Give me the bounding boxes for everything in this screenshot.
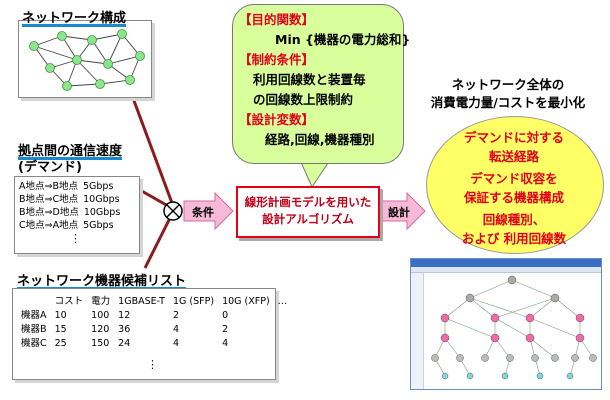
demand-arrow: ⇒	[44, 194, 53, 205]
demand-row: B地点⇒D地点 10Gbps	[19, 206, 139, 219]
candidates-header-cell: コスト	[54, 296, 84, 307]
candidates-ellipsis: ⋮	[147, 358, 158, 371]
table-row: 機器B 15 120 36 4 2	[17, 323, 291, 337]
demand-arrow: ⇒	[44, 181, 53, 192]
demand-row: A地点⇒B地点 5Gbps	[19, 180, 139, 193]
demand-arrow: ⇒	[44, 220, 53, 231]
condition-label: 条件	[192, 206, 214, 219]
candidates-header-cell: 10G (XFP)	[222, 296, 270, 307]
device-spec: 150	[91, 338, 110, 349]
result-ellipse	[426, 116, 604, 254]
result-text: デマンドに対する 転送経路 デマンド収容を 保証する機器構成 回線種別、 および…	[426, 128, 602, 248]
tool-screenshot	[410, 258, 602, 390]
demand-title-line1: 拠点間の通信速度	[18, 144, 123, 159]
variable-title: 【設計変数】	[239, 112, 315, 127]
demand-to: C地点	[52, 194, 79, 205]
network-graph	[29, 29, 145, 91]
demand-to: A地点	[52, 220, 79, 231]
objective-body: Min {機器の電力総和}	[275, 32, 411, 47]
table-row: 機器A 10 100 12 2 0	[17, 309, 291, 323]
goal-line2: 消費電力量/コストを最小化	[430, 95, 586, 110]
device-spec: 15	[54, 324, 67, 335]
constraint-title: 【制約条件】	[239, 52, 315, 67]
device-spec: 2	[173, 310, 180, 321]
connector-network	[128, 89, 174, 204]
device-spec: 4	[173, 338, 180, 349]
demand-title-line2: (デマンド)	[18, 160, 82, 175]
algorithm-line1: 線形計画モデルを用いた	[244, 195, 372, 209]
device-spec: 4	[222, 338, 229, 349]
device-spec: 4	[173, 324, 180, 335]
screenshot-titlebar	[411, 259, 601, 267]
device-name: 機器B	[21, 324, 47, 335]
demand-speed: 5Gbps	[83, 220, 114, 231]
screenshot-sidebar	[411, 273, 424, 389]
result-line6: および 利用回線数	[461, 231, 567, 246]
design-label: 設計	[388, 206, 410, 219]
candidates-header-row: コスト電力 1GBASE-T 1G (SFP) 10G (XFP) …	[17, 295, 291, 309]
result-line5: 回線種別、	[482, 212, 546, 227]
goal-line1: ネットワーク全体の	[451, 77, 565, 92]
demand-speed: 5Gbps	[83, 181, 114, 192]
demand-speed: 10Gbps	[83, 207, 121, 218]
result-line2: 転送経路	[488, 149, 539, 164]
demand-row: C地点⇒A地点 5Gbps	[19, 219, 139, 232]
demand-from: A地点	[19, 181, 45, 192]
demand-ellipsis: ⋮	[70, 232, 81, 245]
device-spec: 36	[118, 324, 131, 335]
demand-to: D地点	[52, 207, 79, 218]
demand-speed: 10Gbps	[83, 194, 120, 205]
candidates-title: ネットワーク機器候補リスト	[17, 274, 187, 289]
demand-to: B地点	[52, 181, 78, 192]
demand-from: C地点	[19, 220, 45, 231]
objective-title: 【目的関数】	[239, 12, 315, 27]
model-bubble: 【目的関数】 Min {機器の電力総和} 【制約条件】 利用回線数と装置毎 の回…	[232, 4, 411, 164]
demand-row: B地点⇒C地点 10Gbps	[19, 193, 139, 206]
constraint-body-2: の回線数上限制約	[253, 92, 354, 107]
candidates-header-cell	[17, 295, 51, 309]
connector-candidates	[143, 217, 172, 269]
candidates-box: コスト電力 1GBASE-T 1G (SFP) 10G (XFP) … 機器A 10 100 1…	[12, 288, 287, 380]
table-row: 機器C 25 150 24 4 4	[17, 337, 291, 351]
demand-arrow: ⇒	[44, 207, 53, 218]
goal-heading: ネットワーク全体の 消費電力量/コストを最小化	[418, 76, 598, 112]
result-line3: デマンド収容を	[470, 171, 558, 186]
device-spec: 0	[222, 310, 229, 321]
candidates-table: コスト電力 1GBASE-T 1G (SFP) 10G (XFP) … 機器A 10 100 1…	[17, 295, 291, 351]
device-spec: 100	[91, 310, 110, 321]
device-spec: 120	[91, 324, 110, 335]
variable-body: 経路,回線,機器種別	[265, 132, 375, 147]
result-line4: 保証する機器構成	[463, 190, 564, 205]
candidates-header-cell: 電力	[91, 296, 111, 307]
result-line1: デマンドに対する	[463, 130, 564, 145]
connector-demand	[139, 188, 169, 208]
device-name: 機器A	[21, 310, 47, 321]
constraint-body-1: 利用回線数と装置毎	[253, 72, 366, 87]
device-spec: 25	[54, 338, 67, 349]
device-spec: 2	[222, 324, 229, 335]
arrow-design	[379, 191, 426, 231]
algorithm-line2: 設計アルゴリズム	[262, 212, 354, 226]
algorithm-box: 線形計画モデルを用いた 設計アルゴリズム	[236, 186, 380, 238]
candidates-header-cell: …	[277, 296, 288, 307]
arrow-condition	[183, 191, 234, 231]
device-name: 機器C	[21, 338, 47, 349]
network-config-title: ネットワーク構成	[22, 11, 127, 26]
bubble-tail	[299, 159, 331, 189]
device-spec: 12	[118, 310, 131, 321]
demand-title: 拠点間の通信速度 (デマンド)	[18, 144, 122, 176]
candidates-header-cell: 1GBASE-T	[118, 296, 165, 307]
device-spec: 10	[54, 310, 67, 321]
screenshot-topology	[431, 275, 597, 380]
device-spec: 24	[118, 338, 131, 349]
candidates-header-cell: 1G (SFP)	[173, 296, 215, 307]
demand-from: B地点	[19, 207, 45, 218]
screenshot-toolbar	[411, 267, 601, 273]
demand-from: B地点	[19, 194, 45, 205]
